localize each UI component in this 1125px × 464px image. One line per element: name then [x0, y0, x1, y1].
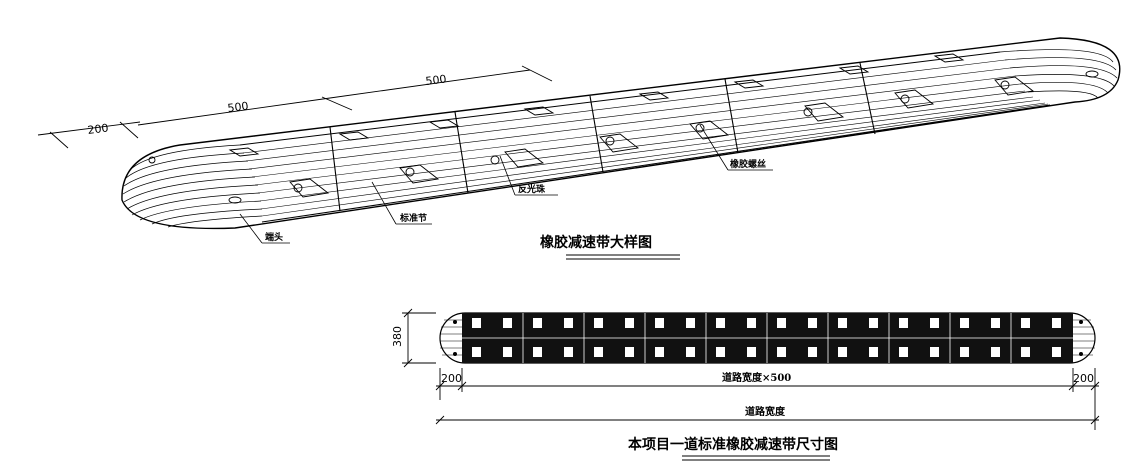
- dim-middle-label: 道路宽度×500: [722, 371, 791, 384]
- surface-stripes: [242, 59, 1049, 217]
- bottom-dimensions: [402, 308, 1100, 430]
- dim-height-label: 380: [391, 326, 404, 347]
- speed-bump-plan: [439, 312, 1096, 364]
- label-reflector: 反光珠: [518, 183, 546, 195]
- label-standard-unit: 标准节: [399, 212, 427, 224]
- dim-end-label: 200: [87, 122, 109, 137]
- dim-unit-1-label: 500: [227, 100, 249, 115]
- bolt-slots: [148, 53, 1099, 204]
- label-end-cap: 端头: [265, 231, 283, 243]
- left-end-cap-lines: [122, 144, 263, 228]
- dim-unit-2-label: 500: [425, 73, 447, 88]
- dim-left-end-label: 200: [441, 372, 462, 385]
- dim-right-end-label: 200: [1073, 372, 1094, 385]
- leader-lines: [239, 124, 773, 244]
- top-dimensions: [37, 65, 553, 149]
- detail-view-title: 橡胶减速带大样图: [540, 234, 652, 251]
- label-rubber-bolt: 橡胶螺丝: [730, 158, 766, 170]
- right-end-cap-lines: [999, 49, 1118, 99]
- speed-bump-isometric: [121, 37, 1121, 230]
- dim-total-label: 道路宽度: [745, 405, 786, 418]
- size-view-title: 本项目一道标准橡胶减速带尺寸图: [628, 436, 838, 453]
